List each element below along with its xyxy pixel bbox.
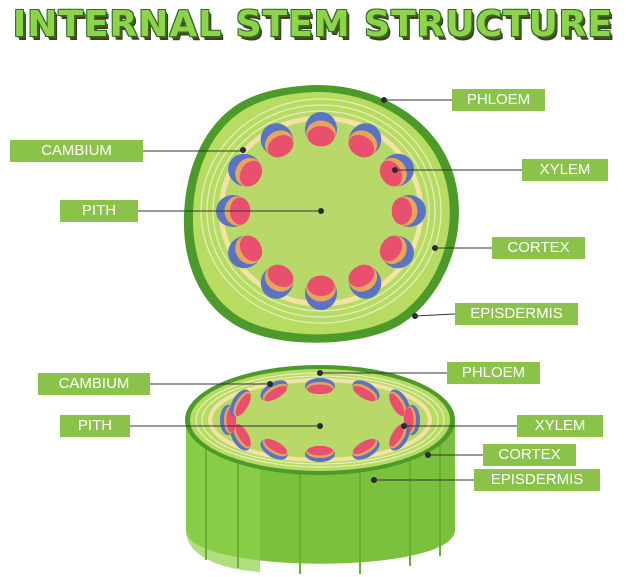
top-vascular-bundle [260, 123, 294, 158]
top-vascular-bundle [305, 275, 337, 310]
label-xylem-bottom: XYLEM [517, 415, 603, 437]
label-cambium-top: CAMBIUM [10, 140, 143, 162]
top-vascular-bundle [228, 153, 263, 187]
page-title: INTERNAL STEM STRUCTURE [12, 4, 614, 45]
top-vascular-bundle [348, 123, 382, 158]
bottom-vascular-bundle [305, 378, 335, 395]
label-xylem-top: XYLEM [522, 159, 608, 181]
bottom-vascular-bundle [389, 423, 410, 451]
label-phloem-top: PHLOEM [452, 89, 545, 111]
top-vascular-bundle [260, 264, 294, 299]
label-pith-top: PITH [60, 200, 138, 222]
bottom-vascular-bundle [352, 380, 380, 402]
label-cortex-top: CORTEX [492, 237, 585, 259]
label-pith-bottom: PITH [60, 415, 130, 437]
bottom-pith-area [214, 383, 426, 457]
top-vascular-bundle [348, 264, 382, 299]
label-epidermis-top: EPISDERMIS [455, 303, 578, 325]
top-vascular-bundle [228, 235, 263, 269]
bottom-cylinder [185, 365, 455, 574]
top-vascular-bundles [216, 112, 426, 310]
bottom-vascular-bundle [260, 438, 288, 460]
top-vascular-bundle [391, 195, 426, 227]
label-phloem-bottom: PHLOEM [447, 362, 540, 384]
bottom-vascular-bundle [260, 380, 288, 402]
label-epidermis-bottom: EPISDERMIS [474, 469, 600, 491]
top-vascular-bundle [379, 235, 414, 269]
bottom-vascular-bundle [230, 423, 251, 451]
leader-lines [130, 99, 522, 481]
bottom-vascular-bundle [230, 389, 251, 417]
top-cross-section [183, 84, 459, 343]
bottom-vascular-bundles [220, 378, 420, 462]
label-cambium-bottom: CAMBIUM [38, 373, 150, 395]
top-vascular-bundle [305, 112, 337, 147]
label-cortex-bottom: CORTEX [483, 444, 576, 466]
bottom-vascular-bundle [352, 438, 380, 460]
bottom-vascular-bundle [389, 389, 410, 417]
bottom-vascular-bundle [305, 445, 335, 462]
